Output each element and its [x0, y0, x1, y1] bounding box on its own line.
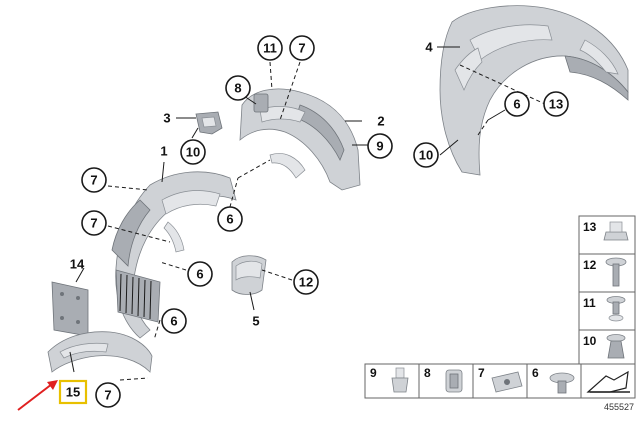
highlight-box	[58, 379, 88, 405]
wheel-arch-liner-rear	[439, 5, 629, 176]
legend-right-column: 13 12 11 10	[578, 215, 636, 369]
callout-6-c-label: 6	[170, 314, 177, 329]
callout-7-top-label: 7	[298, 41, 305, 56]
label-14: 14	[70, 257, 85, 272]
callout-6-b-label: 6	[196, 267, 203, 282]
diagram-reference-number: 455527	[604, 402, 634, 412]
direction-arrow-icon	[586, 370, 630, 393]
rivet-icon	[606, 296, 626, 322]
legend-12: 12	[583, 258, 597, 272]
callout-8: 8	[225, 75, 251, 101]
legend-9: 9	[370, 366, 377, 380]
callout-13-label: 13	[549, 97, 563, 112]
callout-10-left: 10	[180, 139, 206, 165]
legend-bottom-row: 9 8 7 6	[364, 363, 636, 399]
expanding-rivet-icon	[606, 334, 626, 359]
callout-7-lower-label: 7	[90, 216, 97, 231]
callout-8-label: 8	[234, 81, 241, 96]
callout-6-a: 6	[217, 206, 243, 232]
callout-6-c: 6	[161, 308, 187, 334]
grille-panel	[115, 269, 161, 323]
callout-6-d: 6	[504, 91, 530, 117]
callout-10-right-label: 10	[419, 148, 433, 163]
callout-11: 11	[257, 35, 283, 61]
legend-10: 10	[583, 334, 597, 348]
label-3: 3	[163, 111, 170, 126]
plate-part-14	[51, 281, 89, 337]
red-arrow-icon	[17, 380, 58, 411]
plug-icon	[391, 367, 409, 393]
callout-7-mid: 7	[81, 167, 107, 193]
label-1: 1	[160, 144, 167, 159]
callout-10-left-label: 10	[186, 145, 200, 160]
callout-12: 12	[293, 269, 319, 295]
wheel-arch-liner-front	[111, 171, 237, 339]
callout-7-bottom-label: 7	[104, 388, 111, 403]
callout-15-highlight: 15	[58, 379, 88, 405]
clip-nut-icon	[445, 369, 463, 393]
legend-11: 11	[583, 296, 596, 310]
callout-10-right: 10	[413, 142, 439, 168]
bracket-part-3	[195, 111, 223, 135]
legend-8: 8	[424, 366, 431, 380]
label-5: 5	[252, 314, 259, 329]
wheel-arch-liner-upper	[239, 88, 361, 191]
washer-screw-icon	[549, 372, 575, 394]
label-2: 2	[377, 114, 384, 129]
callout-7-top: 7	[289, 35, 315, 61]
callout-11-label: 11	[263, 41, 277, 56]
legend-6: 6	[532, 366, 539, 380]
callout-7-bottom: 7	[95, 382, 121, 408]
callout-6-d-label: 6	[513, 97, 520, 112]
callout-6-a-label: 6	[226, 212, 233, 227]
callout-6-b: 6	[187, 261, 213, 287]
label-15: 15	[66, 385, 80, 400]
callout-7-mid-label: 7	[90, 173, 97, 188]
callout-9-label: 9	[376, 139, 383, 154]
nut-icon	[603, 221, 629, 241]
screw-icon	[605, 257, 627, 287]
callout-13: 13	[543, 91, 569, 117]
legend-7: 7	[478, 366, 485, 380]
lower-liner-part-15	[47, 331, 153, 373]
label-4: 4	[425, 40, 433, 55]
cover-part-12	[231, 255, 267, 295]
speed-nut-icon	[491, 371, 523, 393]
callout-7-lower: 7	[81, 210, 107, 236]
legend-13: 13	[583, 220, 597, 234]
callout-9: 9	[367, 133, 393, 159]
callout-12-label: 12	[299, 275, 313, 290]
